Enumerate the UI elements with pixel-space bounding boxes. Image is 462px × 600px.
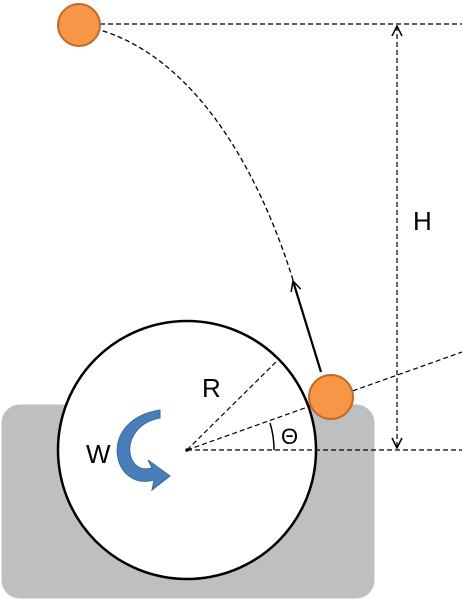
ball-top — [57, 3, 101, 47]
ball-on-wheel — [308, 374, 354, 420]
curved-arrow-icon — [116, 409, 171, 492]
angle-label: Θ — [281, 424, 298, 449]
angular-velocity-label: W — [86, 439, 111, 469]
trajectory-path — [99, 29, 294, 281]
wheel-center-dot — [185, 448, 189, 452]
angle-arc — [269, 422, 275, 451]
velocity-arrow — [293, 281, 323, 373]
radius-line — [186, 358, 280, 451]
radius-label: R — [202, 373, 221, 403]
height-label: H — [413, 206, 432, 236]
